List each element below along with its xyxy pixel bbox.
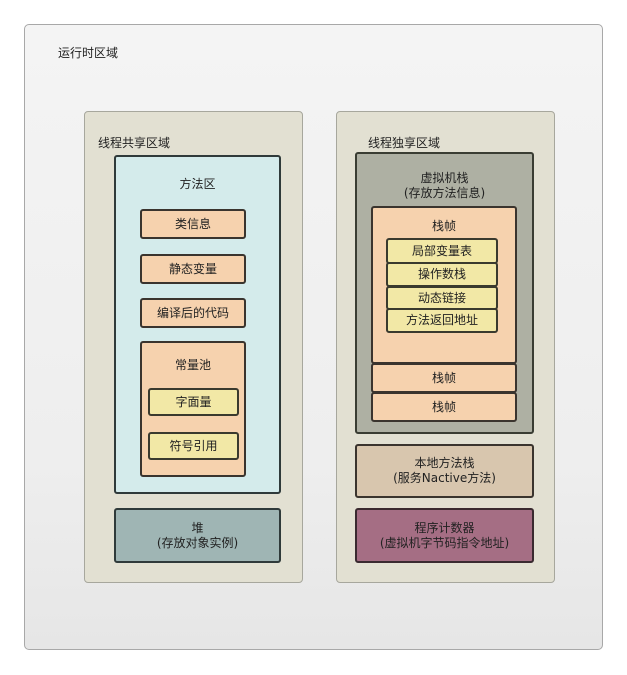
dynamic-link-box: 动态链接 xyxy=(386,286,498,310)
dynamic-link-label: 动态链接 xyxy=(417,290,466,305)
symbolic-ref-box: 符号引用 xyxy=(148,432,239,460)
pc-register-title: 程序计数器 xyxy=(414,520,475,535)
native-method-stack: 本地方法栈 (服务Nactive方法) xyxy=(355,444,534,498)
literal-label: 字面量 xyxy=(175,394,212,409)
vm-stack-title: 虚拟机栈 xyxy=(420,171,469,185)
local-vars-label: 局部变量表 xyxy=(411,243,472,258)
class-info-box: 类信息 xyxy=(140,209,246,239)
compiled-code-box: 编译后的代码 xyxy=(140,298,246,328)
heap-title: 堆 xyxy=(191,520,204,535)
operand-stack-label: 操作数栈 xyxy=(417,267,466,281)
return-addr-label: 方法返回地址 xyxy=(405,313,478,327)
stack-frame-3: 栈帧 xyxy=(371,392,517,422)
pc-register: 程序计数器 (虚拟机字节码指令地址) xyxy=(355,508,534,563)
vm-stack-subtitle: (存放方法信息) xyxy=(403,186,486,200)
thread-shared-title: 线程共享区域 xyxy=(98,136,171,150)
method-area-title: 方法区 xyxy=(179,177,216,191)
static-vars-label: 静态变量 xyxy=(168,261,217,276)
thread-private-title: 线程独享区域 xyxy=(368,136,441,150)
native-stack-subtitle: (服务Nactive方法) xyxy=(393,471,496,485)
operand-stack-box: 操作数栈 xyxy=(386,262,498,287)
literal-box: 字面量 xyxy=(148,388,239,416)
static-vars-box: 静态变量 xyxy=(140,254,246,284)
pc-register-subtitle: (虚拟机字节码指令地址) xyxy=(379,535,510,550)
heap-box: 堆 (存放对象实例) xyxy=(114,508,281,563)
stack-frame-title: 栈帧 xyxy=(431,219,456,233)
constant-pool-title: 常量池 xyxy=(174,358,211,372)
native-stack-title: 本地方法栈 xyxy=(414,456,475,470)
runtime-area-title: 运行时区域 xyxy=(58,46,119,60)
return-addr-box: 方法返回地址 xyxy=(386,308,498,333)
class-info-label: 类信息 xyxy=(174,216,211,231)
stack-frame-2: 栈帧 xyxy=(371,363,517,393)
stack-frame-3-label: 栈帧 xyxy=(431,399,456,414)
stack-frame-2-label: 栈帧 xyxy=(431,370,456,385)
local-vars-box: 局部变量表 xyxy=(386,238,498,264)
symbolic-ref-label: 符号引用 xyxy=(169,438,218,453)
compiled-code-label: 编译后的代码 xyxy=(156,305,229,320)
heap-subtitle: (存放对象实例) xyxy=(156,535,239,550)
